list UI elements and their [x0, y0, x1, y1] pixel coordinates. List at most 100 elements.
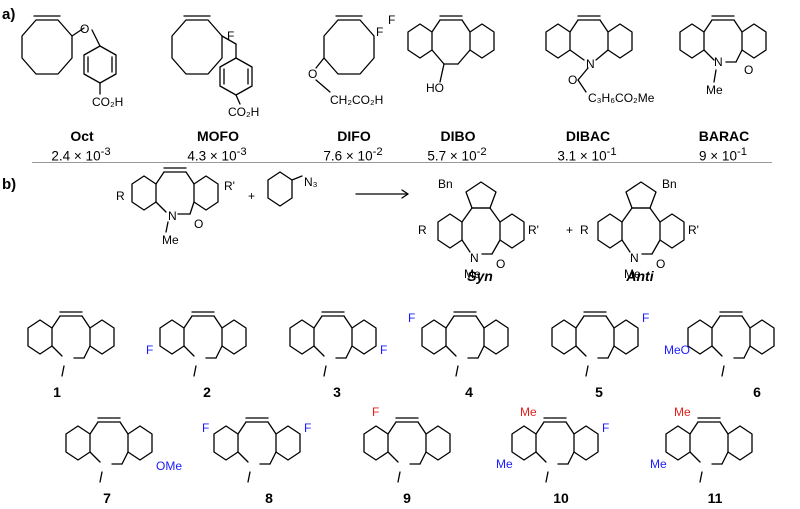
plus-1: + — [248, 189, 255, 203]
rate-mantissa: 9 — [699, 148, 707, 164]
mofo-CO2H: CO₂H — [228, 105, 259, 119]
anti-Bn: Bn — [662, 177, 677, 191]
syn-Rprime: R' — [528, 223, 539, 237]
cmp-number-5: 5 — [595, 384, 603, 400]
cmp-name-barac: BARAC — [698, 128, 750, 144]
cmp-11-Me2: Me — [650, 457, 667, 471]
cmp-4-structure — [421, 311, 509, 377]
reactant-R: R — [116, 189, 125, 203]
cmp-number-9: 9 — [403, 490, 411, 506]
cmp-number-8: 8 — [265, 490, 273, 506]
cmp-7-structure — [65, 417, 153, 483]
oct-structure — [21, 15, 117, 95]
cmp-number-2: 2 — [203, 384, 211, 400]
isomer-syn-label: Syn — [467, 268, 493, 284]
cmp-number-1: 1 — [53, 384, 61, 400]
difo-F1: F — [376, 25, 383, 39]
product-anti — [597, 181, 685, 255]
cmp-name-oct: Oct — [70, 128, 94, 144]
reactant-Rprime: R' — [224, 179, 235, 193]
cmp-1-structure — [27, 311, 115, 377]
rate-mantissa: 2.4 — [51, 148, 71, 164]
cmp-7-OMe: OMe — [156, 459, 182, 473]
barac-Me: Me — [706, 83, 723, 97]
anti-N: N — [630, 251, 639, 265]
cmp-5-structure — [551, 311, 639, 377]
rate-exp: -2 — [372, 146, 383, 158]
reactant-N: N — [168, 209, 177, 223]
cmp-2-F: F — [146, 343, 153, 357]
rate-exp: -1 — [736, 146, 747, 158]
isomer-anti-label: Anti — [626, 268, 654, 284]
barac-O: O — [744, 63, 753, 77]
rate-exp: -2 — [476, 146, 487, 158]
cmp-name-mofo: MOFO — [197, 128, 239, 144]
rate-mantissa: 5.7 — [427, 148, 447, 164]
dibac-N: N — [586, 57, 595, 71]
cmp-8-F1: F — [202, 421, 209, 435]
cmp-rate-oct: 2.4 × 10-3 — [51, 146, 111, 164]
product-syn — [437, 181, 525, 255]
anti-Rprime: R' — [688, 223, 699, 237]
dibac-structure — [545, 15, 633, 93]
reactant-O: O — [194, 217, 203, 231]
rate-exp: -3 — [100, 146, 111, 158]
cmp-6-structure — [687, 311, 775, 377]
cmp-11-Me1: Me — [674, 405, 691, 419]
cmp-10-Me2: Me — [496, 457, 513, 471]
syn-N: N — [470, 251, 479, 265]
cmp-6-MeO: MeO — [664, 343, 690, 357]
cmp-number-7: 7 — [103, 490, 111, 506]
azide-N3: N₃ — [304, 175, 318, 189]
cmp-name-dibac: DIBAC — [565, 128, 611, 144]
cmp-name-difo: DIFO — [337, 128, 371, 144]
cmp-10-Me1: Me — [520, 405, 537, 419]
difo-O: O — [308, 67, 317, 81]
cmp-3-F: F — [380, 343, 387, 357]
cmp-number-6: 6 — [753, 384, 761, 400]
reactant-cyclooctyne — [131, 167, 219, 233]
cmp-number-11: 11 — [707, 490, 723, 506]
oct-CO2H: CO₂H — [92, 95, 123, 109]
syn-O: O — [496, 257, 505, 271]
cmp-2-structure — [159, 311, 247, 377]
cmp-9-F: F — [372, 405, 379, 419]
anti-Me: Me — [624, 267, 641, 281]
cmp-8-structure — [213, 417, 301, 483]
oct-O: O — [80, 22, 89, 36]
cmp-number-4: 4 — [465, 384, 473, 400]
difo-structure — [315, 15, 375, 93]
panel-a-label: a) — [2, 6, 16, 23]
mofo-structure — [171, 15, 253, 105]
mofo-F: F — [227, 29, 234, 43]
plus-2: + — [566, 223, 573, 237]
syn-Bn: Bn — [438, 177, 453, 191]
cmp-rate-barac: 9 × 10-1 — [699, 146, 747, 164]
cmp-name-dibo: DIBO — [440, 128, 476, 144]
cmp-rate-mofo: 4.3 × 10-3 — [187, 146, 247, 164]
panel-b-label: b) — [2, 176, 17, 193]
cmp-10-F: F — [602, 421, 609, 435]
cmp-4-F: F — [408, 311, 415, 325]
rate-mantissa: 4.3 — [187, 148, 207, 164]
anti-R: R — [580, 223, 589, 237]
cmp-10-structure — [511, 417, 599, 483]
cmp-9-structure — [363, 417, 451, 483]
barac-N: N — [714, 55, 723, 69]
cmp-number-3: 3 — [333, 384, 341, 400]
reaction-arrow — [355, 189, 409, 199]
cmp-8-F2: F — [304, 421, 311, 435]
rate-mantissa: 7.6 — [323, 148, 343, 164]
cmp-rate-dibo: 5.7 × 10-2 — [427, 146, 487, 164]
difo-F2: F — [388, 13, 395, 27]
barac-structure — [679, 15, 767, 83]
reactant-benzyl-azide — [267, 171, 303, 207]
difo-chain: CH₂CO₂H — [330, 93, 383, 107]
section-divider — [32, 162, 772, 163]
dibac-O: O — [568, 73, 577, 87]
dibo-HO: HO — [426, 81, 444, 95]
dibac-chain: C₃H₆CO₂Me — [588, 91, 655, 105]
dibo-structure — [407, 15, 495, 83]
